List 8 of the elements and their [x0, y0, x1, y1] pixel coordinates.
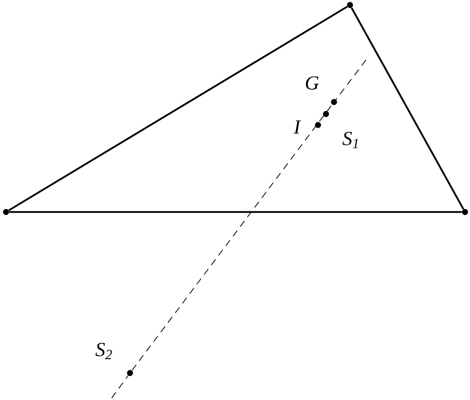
point-label: S$_{1}$	[342, 132, 358, 148]
dashed-line	[132, 104, 332, 371]
triangle-side	[350, 7, 464, 210]
triangle-side	[8, 6, 348, 212]
point-label: S$_{2}$	[96, 342, 112, 360]
triangle-side	[9, 211, 462, 213]
point-label: G	[306, 76, 319, 90]
point-label: I	[294, 120, 302, 134]
